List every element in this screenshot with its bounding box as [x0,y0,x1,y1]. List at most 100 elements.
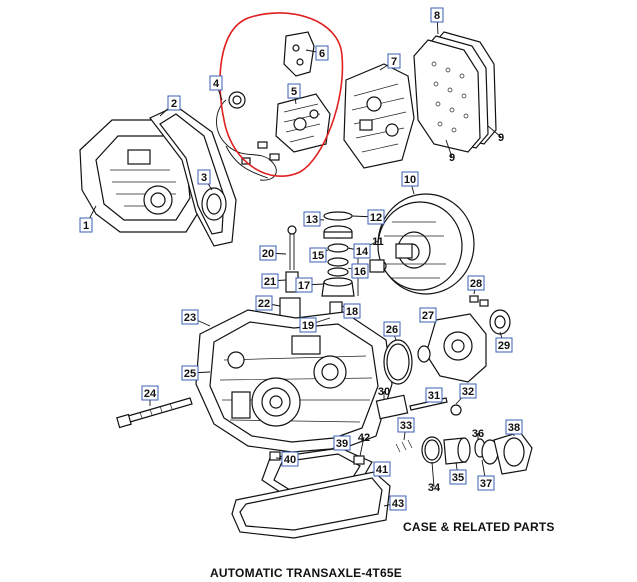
callout-box-20 [259,245,277,261]
callout-number-1: 1 [83,220,89,232]
callout-box-40 [281,451,299,467]
callout-number-37: 37 [480,478,492,490]
callout-box-5 [287,83,301,99]
callout-box-19 [299,317,317,333]
part-spacer-plate [413,31,497,153]
callout-box-35 [449,469,467,485]
callout-number-30: 30 [378,386,390,398]
callout-number-26: 26 [386,324,398,336]
callout-number-35: 35 [452,472,464,484]
callout-9: 9 [498,132,504,144]
callout-box-8 [430,7,444,23]
part-valve-body [275,93,331,153]
part-oil-pan [231,447,391,539]
callout-42: 42 [358,432,370,444]
callout-12: 12 [367,209,385,225]
callout-1: 1 [79,217,93,233]
callout-box-2 [167,95,181,111]
callout-16: 16 [351,263,369,279]
callout-10: 10 [401,171,419,187]
callout-37: 37 [477,475,495,491]
callout-number-17: 17 [298,280,310,292]
callout-box-1 [79,217,93,233]
callout-35: 35 [449,469,467,485]
callout-38: 38 [505,419,523,435]
callout-number-4: 4 [213,78,220,90]
callout-17: 17 [295,277,313,293]
callout-6: 6 [315,45,329,61]
callout-number-3: 3 [201,172,207,184]
callout-18: 18 [343,303,361,319]
callout-8: 8 [430,7,444,23]
callout-box-14 [353,243,371,259]
callout-2: 2 [167,95,181,111]
callout-number-38: 38 [508,422,520,434]
callout-number-22: 22 [258,298,270,310]
callout-5: 5 [287,83,301,99]
callout-box-23 [181,309,199,325]
callout-box-6 [315,45,329,61]
callout-number-25: 25 [184,368,196,380]
callout-29: 29 [495,337,513,353]
callout-15: 15 [309,247,327,263]
callout-7: 7 [387,53,401,69]
callout-box-3 [197,169,211,185]
callout-leader-42 [359,436,365,457]
callout-box-10 [401,171,419,187]
callout-21: 21 [261,273,279,289]
callout-box-15 [309,247,327,263]
callout-20: 20 [259,245,277,261]
part-pump [417,295,511,383]
callout-leader-34 [431,461,435,488]
callout-box-18 [343,303,361,319]
callout-number-6: 6 [319,48,325,60]
callout-box-39 [333,435,351,451]
callout-39: 39 [333,435,351,451]
part-long-bolt [116,397,193,429]
callout-41: 41 [373,461,391,477]
callout-number-40: 40 [284,454,296,466]
callout-number-32: 32 [462,386,474,398]
callout-number-15: 15 [312,250,324,262]
callout-number-13: 13 [306,214,318,226]
callout-number-14: 14 [356,246,369,258]
callout-leader-9 [445,139,453,158]
part-control-valve [343,63,415,169]
callout-box-7 [387,53,401,69]
callout-number-42: 42 [358,432,370,444]
callout-number-19: 19 [302,320,314,332]
callout-28: 28 [467,275,485,291]
callout-leader-9 [487,125,502,138]
callout-number-7: 7 [391,56,397,68]
callout-number-41: 41 [376,464,388,476]
callout-30: 30 [378,386,390,398]
callout-labels: 1234567899101112131415161718192021222324… [79,7,523,511]
callout-box-25 [181,365,199,381]
callout-box-41 [373,461,391,477]
part-shaft-assembly [375,394,533,475]
callout-13: 13 [303,211,321,227]
callout-box-31 [425,387,443,403]
part-seal-ring [201,187,227,221]
callout-number-9: 9 [498,132,504,144]
callout-19: 19 [299,317,317,333]
diagram-title: AUTOMATIC TRANSAXLE-4T65E [210,566,402,580]
callout-14: 14 [353,243,371,259]
callout-box-28 [467,275,485,291]
section-caption: CASE & RELATED PARTS [403,520,555,534]
part-wiring-harness [216,91,280,181]
callout-9: 9 [449,152,455,164]
part-accumulator-cover [283,31,315,77]
callout-number-5: 5 [291,86,297,98]
callout-3: 3 [197,169,211,185]
callout-number-36: 36 [472,428,484,440]
part-main-case [195,309,393,453]
callout-box-16 [351,263,369,279]
callout-box-26 [383,321,401,337]
callout-box-29 [495,337,513,353]
callout-box-32 [459,383,477,399]
callout-27: 27 [419,307,437,323]
callout-number-34: 34 [428,482,441,494]
